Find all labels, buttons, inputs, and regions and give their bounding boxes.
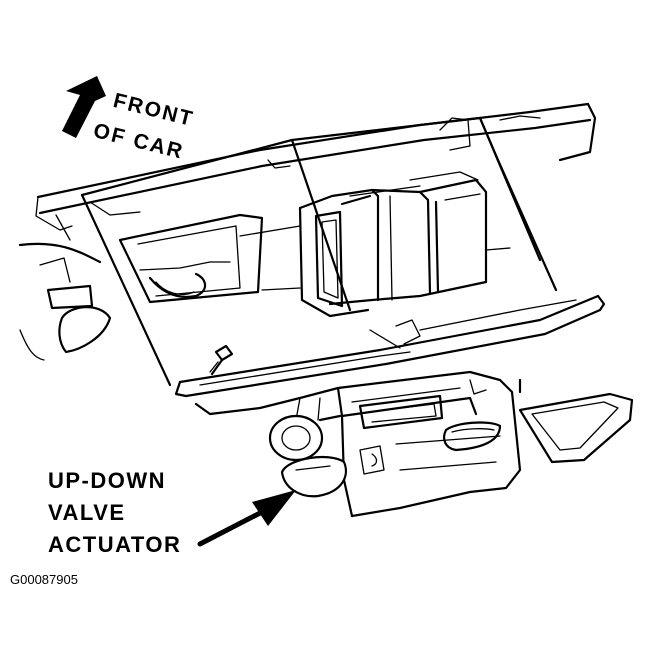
lower-case xyxy=(295,370,522,518)
callout-line3: ACTUATOR xyxy=(48,532,181,557)
bolt-icon xyxy=(209,344,234,376)
callout-arrow-icon xyxy=(197,490,296,547)
callout-line2: VALVE xyxy=(48,500,126,525)
lower-rail xyxy=(174,294,606,416)
side-duct xyxy=(518,378,634,464)
heater-box xyxy=(118,171,511,318)
dash-panel xyxy=(18,102,597,361)
mounting-plate xyxy=(80,116,558,387)
front-of-car-arrow-icon xyxy=(62,76,106,138)
front-of-car-label: FRONT OF CAR xyxy=(91,89,196,164)
callout-line1: UP-DOWN xyxy=(48,468,166,493)
figure-id: G00087905 xyxy=(10,572,78,587)
callout-label: UP-DOWN VALVE ACTUATOR xyxy=(48,468,181,557)
up-down-valve-actuator xyxy=(268,414,347,498)
